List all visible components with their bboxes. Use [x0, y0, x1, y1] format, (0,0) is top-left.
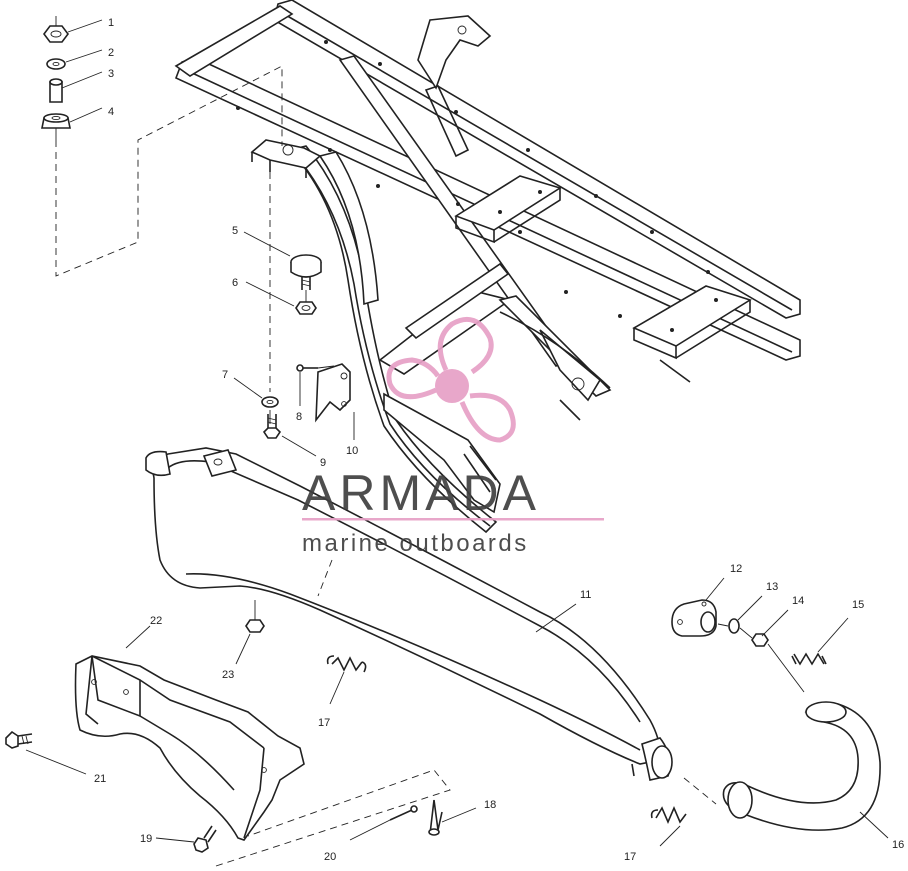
- logo-hub: [435, 369, 469, 403]
- logo-blade-top: [437, 316, 494, 375]
- callout-19: 19: [140, 833, 152, 845]
- callout-numbers: 1 2 3 4 5 6 7 8 9 10 11 12 13 14 15 16 1…: [94, 17, 904, 863]
- logo-blade-right: [459, 392, 516, 443]
- watermark-tagline: marine outboards: [302, 530, 529, 557]
- head-pipe-assembly: [659, 577, 889, 847]
- callout-14: 14: [792, 595, 804, 607]
- exhaust-springs: [326, 655, 687, 825]
- callout-11: 11: [580, 589, 591, 601]
- callout-12: 12: [730, 563, 742, 575]
- callout-5: 5: [232, 225, 238, 237]
- watermark-brand: ARMADA: [302, 465, 540, 521]
- callout-20: 20: [324, 851, 336, 863]
- callout-17b: 17: [624, 851, 636, 863]
- callout-1: 1: [108, 17, 114, 29]
- watermark: ARMADA marine outboards: [302, 316, 604, 557]
- watermark-underline: [302, 518, 604, 521]
- callout-15: 15: [852, 599, 864, 611]
- frame-assembly: [174, 0, 801, 534]
- mount-hardware-stack: [41, 16, 283, 277]
- callout-7: 7: [222, 369, 228, 381]
- callout-13: 13: [766, 581, 778, 593]
- muffler: [145, 447, 717, 805]
- callout-3: 3: [108, 68, 114, 80]
- callout-2: 2: [108, 47, 114, 59]
- bracket-hardware: [233, 160, 355, 457]
- propeller-logo: [386, 316, 516, 443]
- callout-17a: 17: [318, 717, 330, 729]
- callout-10: 10: [346, 445, 358, 457]
- callout-9: 9: [320, 457, 326, 469]
- logo-blade-left: [386, 357, 441, 400]
- callout-18: 18: [484, 799, 496, 811]
- shield-fasteners: [5, 600, 477, 867]
- callout-21: 21: [94, 773, 106, 785]
- callout-23: 23: [222, 669, 234, 681]
- callout-8: 8: [296, 411, 302, 423]
- callout-4: 4: [108, 106, 114, 118]
- callout-16: 16: [892, 839, 904, 851]
- heat-shield: [74, 625, 305, 841]
- callout-6: 6: [232, 277, 238, 289]
- callout-22: 22: [150, 615, 162, 627]
